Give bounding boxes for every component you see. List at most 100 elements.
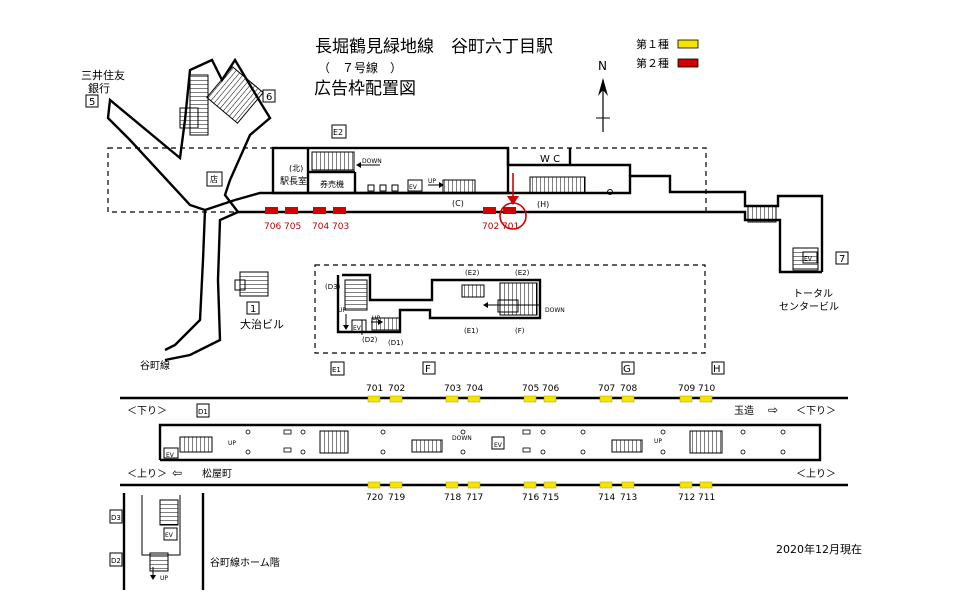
ad-slot-713[interactable] xyxy=(621,481,635,489)
ad-slot-703[interactable] xyxy=(333,207,346,214)
ad-label-702: 702 xyxy=(388,384,405,394)
marker-f: (F) xyxy=(515,327,525,335)
ad-slot-705[interactable] xyxy=(285,207,298,214)
arrow-left-icon: ⇦ xyxy=(172,466,182,480)
ad-slot-708[interactable] xyxy=(621,395,635,403)
ad-slot-707[interactable] xyxy=(599,395,613,403)
ad-label-714: 714 xyxy=(598,493,615,503)
ad-slot-705[interactable] xyxy=(523,395,537,403)
ad-slot-710[interactable] xyxy=(699,395,713,403)
exit-d1-label: D1 xyxy=(198,408,208,416)
label-up-5: UP xyxy=(654,438,662,445)
ad-slot-704[interactable] xyxy=(467,395,481,403)
ad-slot-718[interactable] xyxy=(445,481,459,489)
marker-e2b: (E2) xyxy=(515,269,530,277)
label-up-dir-left: ＜上り＞ xyxy=(127,468,167,480)
exit-1-label: 1 xyxy=(250,304,256,315)
legend-type2-swatch xyxy=(677,58,699,68)
exit-5-box xyxy=(85,94,99,108)
exit-e2-box xyxy=(331,124,347,139)
label-up-4: UP xyxy=(228,440,236,447)
label-down-3: DOWN xyxy=(452,435,472,442)
label-ev-2: EV xyxy=(804,256,813,263)
exit-5-label: 5 xyxy=(89,97,95,108)
ad-label-711: 711 xyxy=(698,493,715,503)
ad-label-705: 705 xyxy=(522,384,539,394)
label-ticket: 券売機 xyxy=(320,179,344,189)
exit-d2-box xyxy=(109,552,123,567)
ad-slot-701[interactable] xyxy=(503,207,516,214)
ad-label-716: 716 xyxy=(522,493,539,503)
marker-e1: (E1) xyxy=(464,327,479,335)
marker-c: (C) xyxy=(452,199,464,208)
exit-d3-box xyxy=(109,509,123,524)
ad-slot-714[interactable] xyxy=(599,481,613,489)
ad-slot-704[interactable] xyxy=(313,207,326,214)
ad-slot-712[interactable] xyxy=(679,481,693,489)
ev-box-2 xyxy=(802,251,818,264)
label-mitsui: 三井住友 xyxy=(81,68,125,82)
exit-d2-label: D2 xyxy=(111,557,121,565)
ad-label-707: 707 xyxy=(598,384,615,394)
ad-slot-709[interactable] xyxy=(679,395,693,403)
label-down-dir-right: ＜下り＞ xyxy=(796,405,836,417)
ad-label-701: 701 xyxy=(366,384,383,394)
exit-1-box xyxy=(246,301,260,315)
ad-label-712: 712 xyxy=(678,493,695,503)
ad-label-708: 708 xyxy=(620,384,637,394)
ad-label-704: 704 xyxy=(312,222,329,232)
ad-slot-719[interactable] xyxy=(389,481,403,489)
ad-slot-702[interactable] xyxy=(483,207,496,214)
label-up-dir-right: ＜上り＞ xyxy=(796,468,836,480)
exit-h-box xyxy=(711,361,725,375)
label-ev-4: EV xyxy=(166,452,175,459)
label-total-center-2: センタービル xyxy=(779,301,839,313)
north-arrowhead-icon xyxy=(598,78,608,96)
label-ev-6: EV xyxy=(165,532,174,539)
label-up-2: UP xyxy=(372,315,380,322)
label-north: (北) xyxy=(289,164,303,173)
label-bank: 銀行 xyxy=(88,81,110,95)
label-down-2: DOWN xyxy=(545,307,565,314)
map-subtitle: 広告枠配置図 xyxy=(314,79,416,99)
ad-label-718: 718 xyxy=(444,493,461,503)
label-matsuyamachi: 松屋町 xyxy=(202,467,232,480)
line-number: （ ７号線 ） xyxy=(318,60,402,75)
lower-concourse-outline xyxy=(314,264,706,354)
ad-slot-711[interactable] xyxy=(699,481,713,489)
ad-slot-706[interactable] xyxy=(265,207,278,214)
label-up-3: UP xyxy=(338,307,346,314)
exit-6-box xyxy=(262,89,276,103)
exit-7-label: 7 xyxy=(839,254,845,265)
ad-label-717: 717 xyxy=(466,493,483,503)
label-tamatsukuri: 玉造 xyxy=(734,404,754,417)
label-up-6: UP xyxy=(160,575,168,582)
exit-e2-label: E2 xyxy=(333,128,343,137)
marker-d1: (D1) xyxy=(388,339,404,347)
ad-label-703: 703 xyxy=(444,384,461,394)
exit-e1-label: E1 xyxy=(332,366,341,374)
ad-slot-702[interactable] xyxy=(389,395,403,403)
ad-slot-715[interactable] xyxy=(543,481,557,489)
ad-slot-706[interactable] xyxy=(543,395,557,403)
ad-slot-720[interactable] xyxy=(367,481,381,489)
label-shop: 店 xyxy=(210,174,218,184)
exit-7-box xyxy=(835,251,849,265)
label-station-master: 駅長室 xyxy=(280,175,307,187)
concourse-corridor xyxy=(234,146,824,274)
ad-slot-701[interactable] xyxy=(367,395,381,403)
marker-e2a: (E2) xyxy=(465,269,480,277)
ad-label-705: 705 xyxy=(284,222,301,232)
exit-e1-box xyxy=(330,361,345,376)
ad-slot-716[interactable] xyxy=(523,481,537,489)
marker-d2: (D2) xyxy=(362,336,378,344)
ad-label-715: 715 xyxy=(542,493,559,503)
ad-slot-703[interactable] xyxy=(445,395,459,403)
ad-slot-717[interactable] xyxy=(467,481,481,489)
arrow-right-icon: ⇨ xyxy=(768,403,778,417)
ad-label-701: 701 xyxy=(502,222,519,232)
ad-label-713: 713 xyxy=(620,493,637,503)
ad-label-706: 706 xyxy=(264,222,281,232)
label-platform-floor: 谷町線ホーム階 xyxy=(210,556,280,569)
